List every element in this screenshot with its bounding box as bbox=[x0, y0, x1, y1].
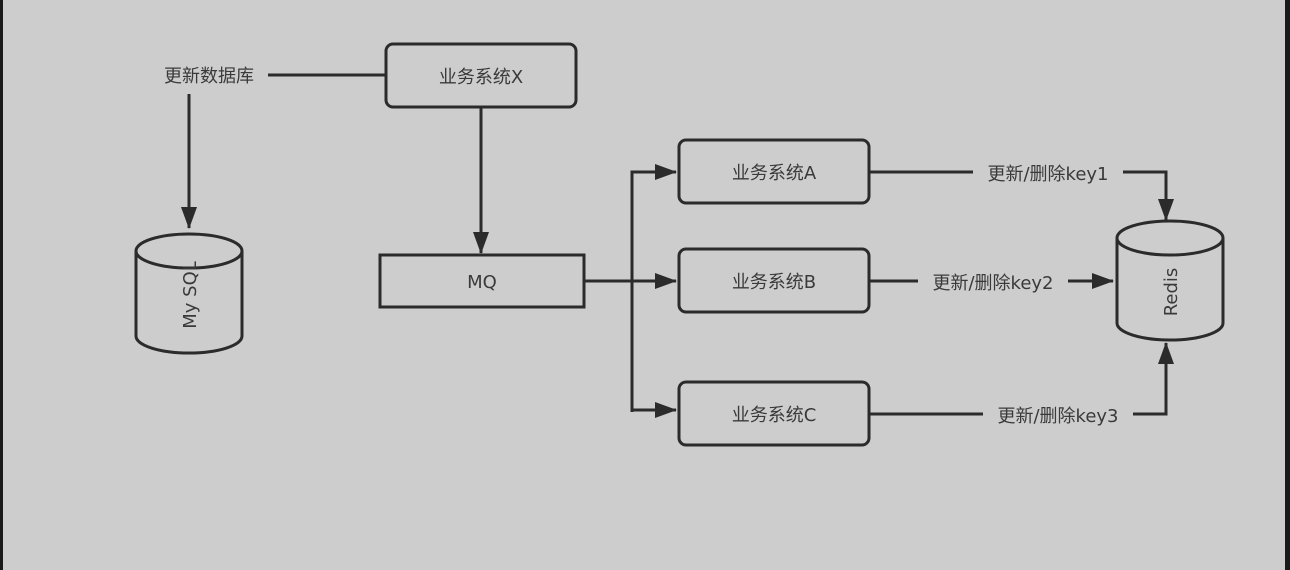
diagram-svg: 更新数据库 更新/删除key1 更新/删除key2 更新/删除key3 业务系统… bbox=[134, 42, 1225, 447]
node-system-x[interactable]: 业务系统X bbox=[384, 42, 578, 109]
node-label: 业务系统A bbox=[732, 163, 817, 184]
node-label: 业务系统B bbox=[732, 272, 816, 293]
edge-line bbox=[870, 170, 1174, 221]
edge-x-to-mysql: 更新数据库 bbox=[164, 66, 386, 229]
node-label: Redis bbox=[1161, 268, 1182, 317]
node-label: My SQL bbox=[180, 261, 201, 329]
node-box bbox=[378, 253, 586, 309]
edge-mq-fanout bbox=[585, 164, 677, 418]
node-label: MQ bbox=[467, 272, 497, 293]
cylinder-body bbox=[134, 251, 244, 355]
edge-label-key2: 更新/删除key2 bbox=[932, 273, 1053, 294]
cylinder-body bbox=[1115, 238, 1225, 342]
node-box bbox=[384, 42, 578, 109]
node-mysql[interactable]: My SQL bbox=[134, 232, 244, 355]
edge-c-to-redis: 更新/删除key3 bbox=[870, 342, 1174, 428]
node-label: 业务系统C bbox=[732, 405, 817, 426]
edge-mq-to-a bbox=[630, 164, 677, 412]
cylinder-top bbox=[134, 232, 244, 270]
node-box bbox=[677, 247, 871, 314]
edge-label-key3: 更新/删除key3 bbox=[997, 406, 1118, 427]
edge-b-to-redis: 更新/删除key2 bbox=[870, 269, 1114, 295]
cylinder-top bbox=[1115, 219, 1225, 257]
node-system-b[interactable]: 业务系统B bbox=[677, 247, 871, 314]
edge-label-update-db: 更新数据库 bbox=[164, 66, 254, 87]
node-mq[interactable]: MQ bbox=[378, 253, 586, 309]
node-box bbox=[677, 138, 871, 205]
diagram-canvas: 更新数据库 更新/删除key1 更新/删除key2 更新/删除key3 业务系统… bbox=[3, 0, 1285, 570]
edge-label-key1: 更新/删除key1 bbox=[987, 164, 1108, 185]
node-redis[interactable]: Redis bbox=[1115, 219, 1225, 342]
node-system-c[interactable]: 业务系统C bbox=[677, 380, 871, 447]
edge-line bbox=[870, 342, 1174, 416]
edge-a-to-redis: 更新/删除key1 bbox=[870, 160, 1174, 221]
node-box bbox=[677, 380, 871, 447]
node-label: 业务系统X bbox=[439, 67, 523, 88]
node-system-a[interactable]: 业务系统A bbox=[677, 138, 871, 205]
